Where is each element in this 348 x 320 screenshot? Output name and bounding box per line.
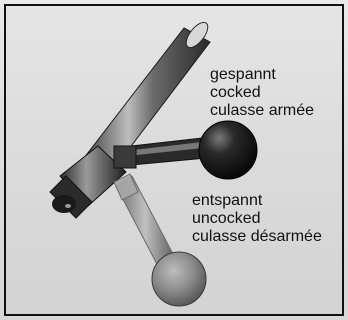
cocked-label-de: gespannt [210,66,314,84]
uncocked-handle-arm [114,174,174,266]
uncocked-label-de: entspannt [192,192,322,210]
cocked-knob [199,121,257,179]
uncocked-label-fr: culasse désarmée [192,228,322,246]
uncocked-label-en: uncocked [192,210,322,228]
bolt-handle-illustration [6,6,344,316]
uncocked-callout: entspannt uncocked culasse désarmée [192,192,322,246]
cocked-label-en: cocked [210,84,314,102]
uncocked-knob [152,252,206,306]
bolt-handle-photo-frame: gespannt cocked culasse armée entspannt … [4,4,344,316]
cocked-label-fr: culasse armée [210,102,314,120]
cocked-callout: gespannt cocked culasse armée [210,66,314,120]
